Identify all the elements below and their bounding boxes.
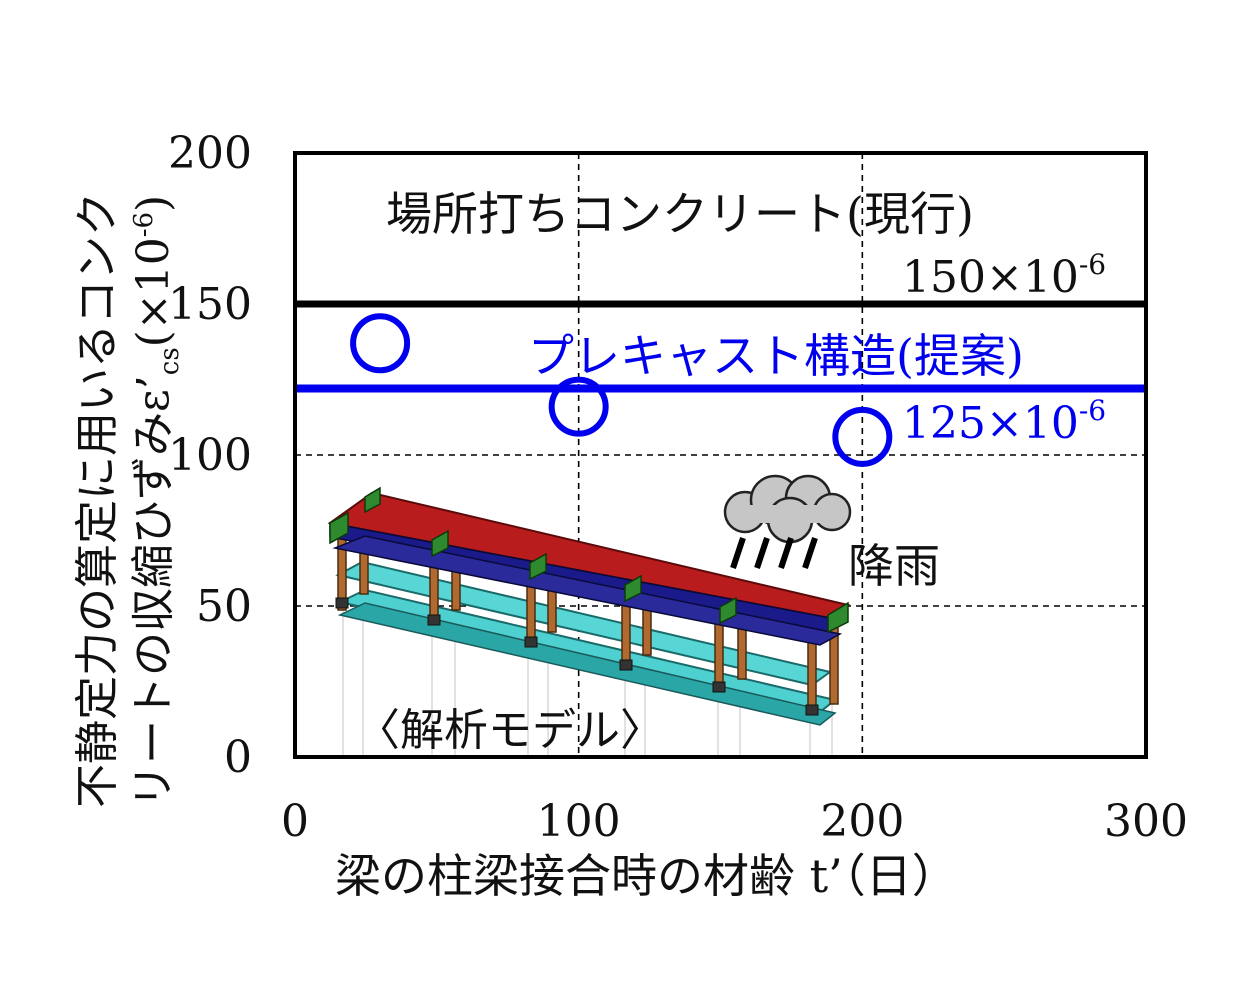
x-tick-label-0: 0 (281, 796, 309, 847)
rain-label: 降雨 (848, 539, 940, 593)
data-point-1 (548, 376, 609, 437)
model-label: 〈解析モデル〉 (356, 705, 664, 756)
x-tick-label-200: 200 (820, 796, 904, 847)
y-tick-label-200: 200 (168, 128, 252, 179)
x-tick-label-300: 300 (1104, 796, 1188, 847)
data-point-0 (350, 313, 411, 374)
reference-value-precast: 125×10-6 (902, 394, 1106, 449)
y-tick-label-50: 50 (196, 581, 252, 632)
y-tick-label-150: 150 (168, 279, 252, 330)
y-tick-label-100: 100 (168, 430, 252, 481)
reference-label-cast-in-place: 場所打ちコンクリート(現行) (386, 187, 974, 241)
data-points (350, 313, 893, 467)
plot-frame (293, 151, 1148, 759)
analysis-model-illustration (327, 486, 851, 757)
y-axis-label-line2: リートの収縮ひずみε’cs(×10-6) (128, 195, 185, 808)
y-axis-label-line1: 不静定力の算定に用いるコンク (72, 192, 123, 808)
tick-labels: 0 100 200 300 0 50 100 150 200 (168, 128, 1188, 847)
data-point-2 (832, 406, 893, 467)
reference-label-precast: プレキャスト構造(提案) (528, 329, 1024, 383)
x-tick-label-100: 100 (537, 796, 621, 847)
y-tick-label-0: 0 (224, 732, 252, 783)
rain-cloud-icon (723, 474, 852, 569)
reference-value-cast-in-place: 150×10-6 (902, 248, 1106, 303)
x-axis-label: 梁の柱梁接合時の材齢 t’（日） (335, 849, 958, 903)
